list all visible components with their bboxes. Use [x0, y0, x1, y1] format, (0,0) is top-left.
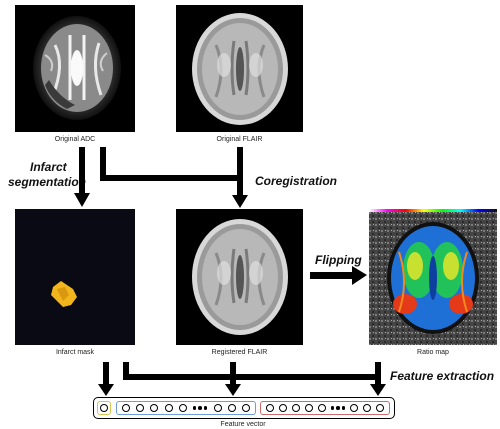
step-flipping: Flipping	[315, 253, 362, 267]
original-flair-image	[176, 5, 303, 132]
arrow-flair-down-head	[225, 384, 241, 396]
ellipsis-dots	[330, 406, 346, 410]
arrow-mask-right-shaft-down	[123, 362, 129, 377]
step-feature-extraction: Feature extraction	[390, 369, 495, 383]
arrow-segmentation-head	[74, 193, 90, 207]
caption-original-adc: Original ADC	[54, 136, 96, 143]
feature-group-mask	[97, 401, 111, 415]
arrow-ratio-right-shaft	[236, 374, 378, 380]
arrow-ratio-down-shaft	[375, 362, 381, 386]
feature-vector-box	[93, 397, 395, 419]
ellipsis-dots	[192, 406, 208, 410]
arrow-flair-down-shaft	[230, 362, 236, 386]
caption-ratio-map: Ratio map	[417, 349, 449, 356]
colorbar	[369, 209, 497, 212]
feature-circle	[363, 404, 372, 412]
caption-infarct-mask: Infarct mask	[55, 349, 95, 356]
arrow-coreg-down-shaft	[100, 147, 106, 180]
step-infarct-segmentation-line1: Infarct	[30, 160, 67, 174]
feature-group-ratio	[260, 401, 390, 415]
feature-circle	[122, 404, 131, 412]
registered-flair-image	[176, 209, 303, 345]
feature-circle	[164, 404, 173, 412]
feature-circle	[304, 404, 313, 412]
arrow-segmentation-shaft	[79, 147, 85, 195]
feature-circle	[178, 404, 187, 412]
arrow-mask-down-shaft	[103, 362, 109, 386]
feature-circle	[278, 404, 287, 412]
feature-circle	[350, 404, 359, 412]
arrow-mask-down-head	[98, 384, 114, 396]
feature-group-flair	[116, 401, 256, 415]
infarct-mask-image	[15, 209, 135, 345]
arrow-flipping-shaft	[310, 272, 354, 279]
feature-circle	[100, 404, 108, 412]
feature-circle	[136, 404, 145, 412]
feature-circle	[241, 404, 250, 412]
arrow-coreg-right-shaft	[100, 175, 240, 181]
feature-circle	[317, 404, 326, 412]
feature-circle	[291, 404, 300, 412]
caption-registered-flair: Registered FLAIR	[211, 349, 268, 356]
caption-feature-vector: Feature vector	[220, 421, 266, 428]
feature-circle	[150, 404, 159, 412]
arrow-mask-right-shaft	[123, 374, 233, 380]
feature-circle	[213, 404, 222, 412]
original-adc-image	[15, 5, 135, 132]
step-coregistration: Coregistration	[255, 174, 338, 188]
arrow-flipping-head	[352, 266, 367, 285]
step-infarct-segmentation-line2: segmentation	[8, 175, 87, 189]
arrow-coreg-vertical-shaft	[237, 147, 243, 197]
arrow-coreg-head	[232, 195, 248, 208]
caption-original-flair: Original FLAIR	[216, 136, 263, 143]
arrow-ratio-down-head	[370, 384, 386, 396]
ratio-map-image	[369, 212, 497, 345]
feature-circle	[265, 404, 274, 412]
feature-circle	[227, 404, 236, 412]
feature-circle	[376, 404, 385, 412]
